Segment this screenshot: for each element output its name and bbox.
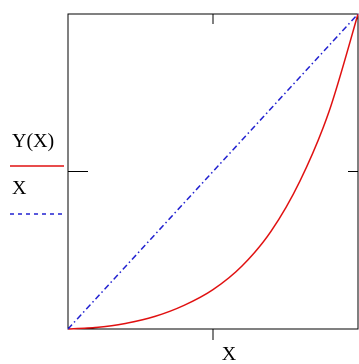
series-layer [67, 13, 359, 330]
series-line-0 [67, 13, 359, 330]
series-line-1 [67, 13, 359, 330]
x-axis-label: X [222, 343, 237, 364]
axis-ticks [68, 14, 358, 340]
legend-label-y-of-x: Y(X) [12, 130, 54, 152]
legend-label-x: X [12, 177, 27, 199]
